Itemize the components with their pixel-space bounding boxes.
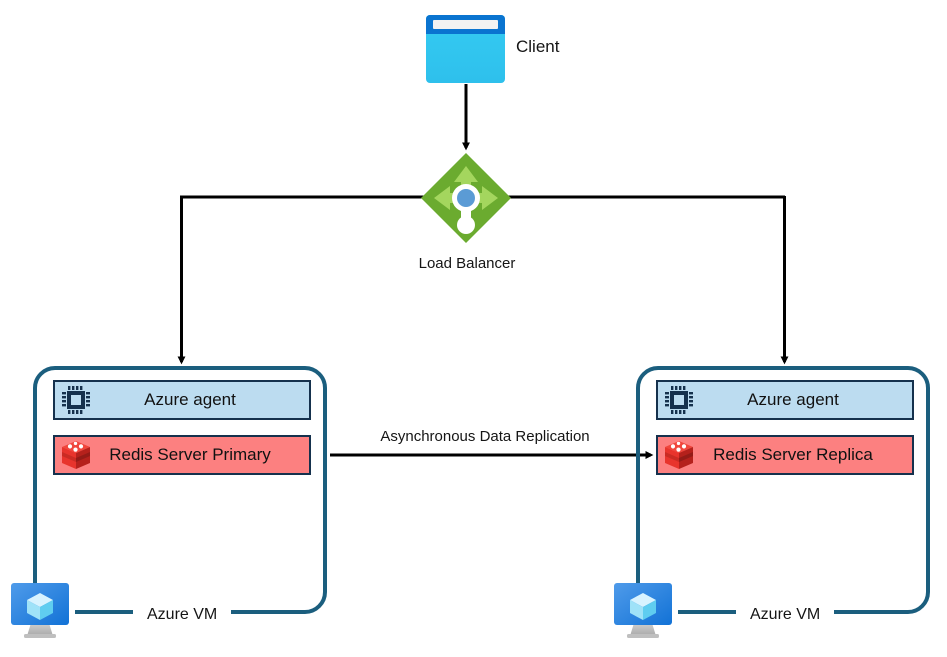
service-redis-replica[interactable]: Redis Server Replica xyxy=(656,435,914,475)
service-label: Azure agent xyxy=(144,390,236,409)
vm-container-label-replica: Azure VM xyxy=(743,606,828,624)
service-label: Azure agent xyxy=(747,390,839,409)
service-azure-agent-primary[interactable]: Azure agent xyxy=(53,380,311,420)
service-label: Redis Server Replica xyxy=(713,445,873,464)
azure-vm-monitor-icon xyxy=(9,580,71,642)
load-balancer-icon xyxy=(420,152,512,244)
client-label: Client xyxy=(516,37,560,56)
browser-window-icon xyxy=(426,15,505,83)
vm-container-label-primary: Azure VM xyxy=(140,606,225,624)
service-label: Redis Server Primary xyxy=(109,445,271,464)
azure-vm-monitor-icon xyxy=(612,580,674,642)
service-redis-primary[interactable]: Redis Server Primary xyxy=(53,435,311,475)
redis-cube-icon xyxy=(662,438,696,472)
service-azure-agent-replica[interactable]: Azure agent xyxy=(656,380,914,420)
cpu-chip-icon xyxy=(59,383,93,417)
replication-label: Asynchronous Data Replication xyxy=(380,428,590,445)
browser-addressbar xyxy=(433,20,498,29)
load-balancer-label: Load Balancer xyxy=(418,255,516,272)
redis-cube-icon xyxy=(59,438,93,472)
cpu-chip-icon xyxy=(662,383,696,417)
